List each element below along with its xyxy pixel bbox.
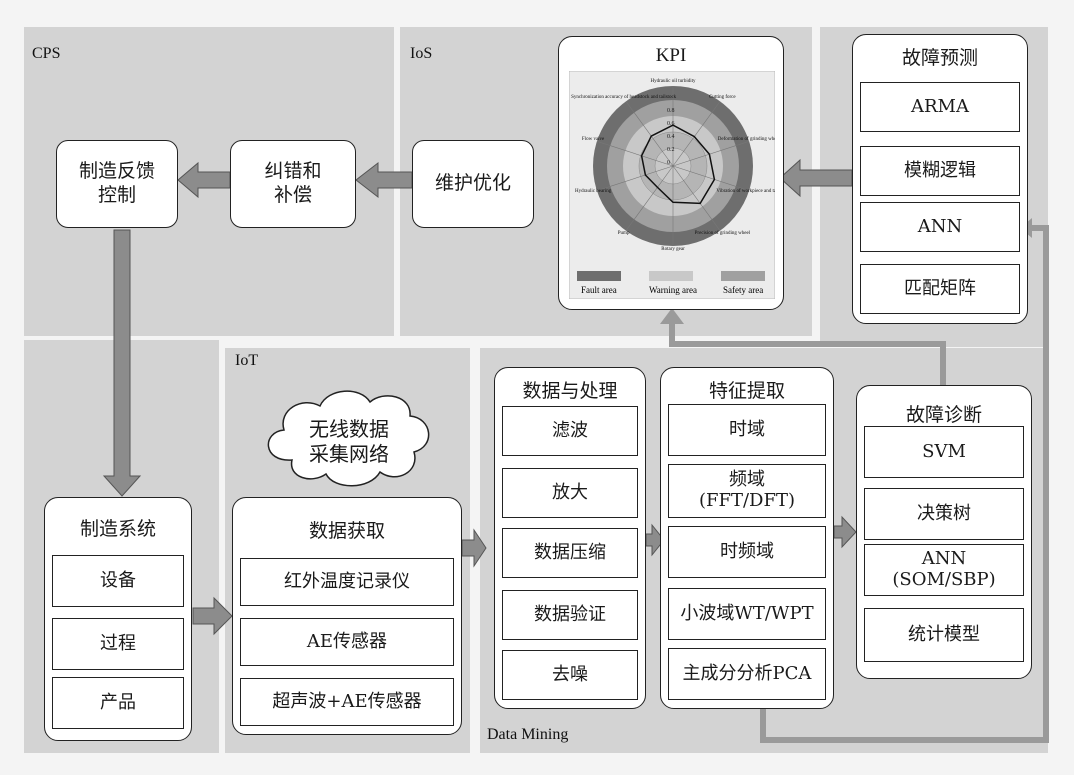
radar-axis-label: Rotary gear xyxy=(661,247,685,252)
fault-diagnosis-title: 故障诊断 xyxy=(905,404,982,426)
loop-diagnosis-to-kpi xyxy=(669,322,946,388)
loop-arrowhead-kpi xyxy=(660,308,684,324)
legend-warning-label: Warning area xyxy=(649,285,697,295)
radar-tick-label: 0.6 xyxy=(667,121,675,127)
radar-spoke xyxy=(596,140,674,167)
feature-extraction-title: 特征提取 xyxy=(708,380,785,402)
legend-fault-swatch xyxy=(577,271,621,281)
radar-axis-label: Synchronization accuracy of headstock an… xyxy=(571,95,677,100)
maintenance-optimization-box[interactable]: 维护优化 xyxy=(412,140,534,228)
feature-item-frequency-domain[interactable]: 频域 (FFT/DFT) xyxy=(668,464,826,518)
processing-item-amplify[interactable]: 放大 xyxy=(502,468,638,518)
sensor-item-infrared[interactable]: 红外温度记录仪 xyxy=(240,558,454,606)
diagnosis-item-svm[interactable]: SVM xyxy=(864,426,1024,478)
arrow-features-to-diagnosis xyxy=(833,515,857,549)
arrow-acquisition-to-processing xyxy=(461,528,487,568)
ios-label: IoS xyxy=(410,45,433,62)
feedback-control-box[interactable]: 制造反馈 控制 xyxy=(56,140,178,228)
manufacturing-item-equipment[interactable]: 设备 xyxy=(52,555,184,607)
radar-spoke xyxy=(672,101,721,167)
arrow-prediction-to-maintenance xyxy=(779,158,853,198)
prediction-item-fuzzy-logic[interactable]: 模糊逻辑 xyxy=(860,146,1020,196)
radar-axis-label: Precision of grinding wheel xyxy=(695,231,751,236)
radar-spoke xyxy=(625,101,674,167)
correction-compensation-box[interactable]: 纠错和 补偿 xyxy=(230,140,356,228)
legend-fault-label: Fault area xyxy=(581,285,617,295)
data-mining-label: Data Mining xyxy=(487,726,569,743)
iot-label: IoT xyxy=(235,352,259,369)
radar-spoke xyxy=(672,140,750,167)
diagnosis-item-ann-som-sbp[interactable]: ANN (SOM/SBP) xyxy=(864,544,1024,596)
prediction-item-ann[interactable]: ANN xyxy=(860,202,1020,252)
arrow-manufacturing-to-acquisition xyxy=(192,596,233,636)
sensor-item-ae[interactable]: AE传感器 xyxy=(240,618,454,666)
radar-axis-label: Vibration of workpiece and tailstock xyxy=(716,189,775,194)
processing-item-validation[interactable]: 数据验证 xyxy=(502,590,638,640)
radar-tick-label: 0 xyxy=(667,160,670,166)
radar-tick-label: 0.4 xyxy=(667,134,675,140)
radar-spoke xyxy=(672,165,750,192)
sensor-item-ultrasonic-ae[interactable]: 超声波+AE传感器 xyxy=(240,678,454,726)
kpi-radar-chart: 0.8 0.6 0.4 0.2 0 Hydraulic oil turbidityCut… xyxy=(569,71,775,299)
radar-spoke xyxy=(625,165,674,231)
manufacturing-system-title: 制造系统 xyxy=(79,518,156,540)
feature-item-time-frequency[interactable]: 时频域 xyxy=(668,526,826,578)
cps-label: CPS xyxy=(32,45,61,62)
radar-tick-label: 0.8 xyxy=(667,108,675,114)
prediction-item-matching-matrix[interactable]: 匹配矩阵 xyxy=(860,264,1020,314)
legend-safety-swatch xyxy=(721,271,765,281)
arrow-maintenance-to-correction xyxy=(355,161,413,199)
radar-spoke xyxy=(672,165,721,231)
manufacturing-item-process[interactable]: 过程 xyxy=(52,618,184,670)
data-processing-title: 数据与处理 xyxy=(522,380,618,402)
kpi-card: KPI 0.8 0.6 0.4 0.2 0 Hydraulic oil turbidit… xyxy=(558,36,784,310)
kpi-title: KPI xyxy=(655,45,687,66)
fault-prediction-title: 故障预测 xyxy=(901,47,978,69)
loop-features-to-prediction xyxy=(760,225,1049,743)
radar-spoke xyxy=(596,165,674,192)
radar-axis-label: Hydraulic bearing xyxy=(575,189,612,194)
arrow-processing-to-features xyxy=(645,523,665,557)
processing-item-denoise[interactable]: 去噪 xyxy=(502,650,638,700)
processing-item-compression[interactable]: 数据压缩 xyxy=(502,528,638,578)
radar-tick-label: 0.2 xyxy=(667,147,675,153)
diagnosis-item-statistical-model[interactable]: 统计模型 xyxy=(864,608,1024,662)
radar-axis-label: Cutting force xyxy=(709,95,736,100)
kpi-legend: Fault area Warning area Safety area xyxy=(577,271,765,295)
legend-warning-swatch xyxy=(649,271,693,281)
arrow-correction-to-feedback xyxy=(177,161,231,199)
wireless-network-label: 无线数据 采集网络 xyxy=(309,417,389,466)
feature-item-pca[interactable]: 主成分分析PCA xyxy=(668,648,826,700)
prediction-item-arma[interactable]: ARMA xyxy=(860,82,1020,132)
arrow-feedback-to-manufacturing xyxy=(102,229,142,497)
radar-axis-label: Hydraulic oil turbidity xyxy=(651,79,696,84)
legend-safety-label: Safety area xyxy=(723,285,763,295)
radar-axis-label: Pump xyxy=(618,231,630,236)
radar-axis-label: Deformation of grinding wheel rod xyxy=(718,137,775,142)
radar-series xyxy=(640,124,716,205)
feature-item-wavelet[interactable]: 小波域WT/WPT xyxy=(668,588,826,640)
feature-item-time-domain[interactable]: 时域 xyxy=(668,404,826,456)
data-acquisition-title: 数据获取 xyxy=(308,520,385,542)
processing-item-filter[interactable]: 滤波 xyxy=(502,406,638,456)
diagnosis-item-decision-tree[interactable]: 决策树 xyxy=(864,488,1024,540)
radar-axis-label: Flow valve xyxy=(582,137,605,142)
manufacturing-item-product[interactable]: 产品 xyxy=(52,677,184,729)
